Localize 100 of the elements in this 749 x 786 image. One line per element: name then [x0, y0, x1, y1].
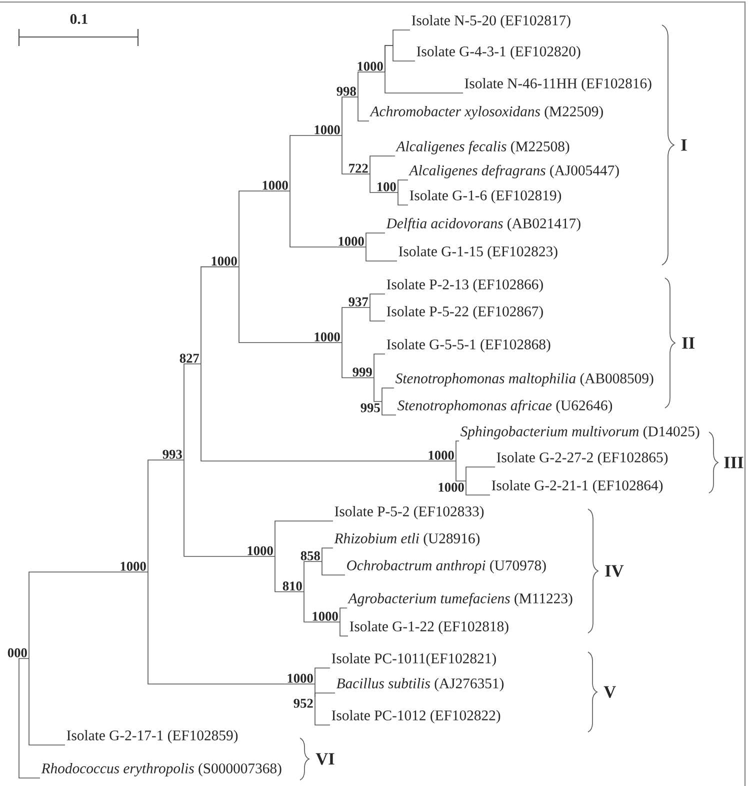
taxon-label: Rhizobium etli (U28916) [334, 533, 480, 546]
tree-branch [200, 266, 240, 364]
clade-label: V [604, 686, 616, 698]
tree-branch [342, 135, 370, 174]
bootstrap-value: 999 [352, 368, 372, 377]
clade-label: VI [316, 753, 334, 765]
tree-branch [398, 192, 408, 206]
tree-branch [148, 460, 184, 572]
bootstrap-value: 1000 [288, 674, 313, 683]
taxon-label: Bacillus subtilis (AJ276351) [336, 678, 504, 692]
taxon-label: Isolate P-5-2 (EF102833) [334, 506, 484, 520]
bootstrap-value: 858 [300, 551, 320, 560]
taxon-label: Alcaligenes fecalis (M22508) [396, 140, 570, 154]
taxon-label: Isolate G-2-17-1 (EF102859) [66, 730, 238, 744]
tree-branch [342, 342, 374, 378]
bootstrap-value: 1000 [120, 562, 146, 571]
taxon-label: Stenotrophomonas maltophilia (AB008509) [396, 373, 654, 386]
scale-label: 0.1 [70, 14, 88, 24]
tree-branch [304, 591, 340, 622]
bootstrap-value: 937 [348, 297, 368, 306]
taxon-label: Delftia acidovorans (AB021417) [386, 218, 580, 232]
taxon-label: Isolate PC-1011(EF102821) [332, 653, 496, 666]
tree-branch [384, 45, 416, 72]
bootstrap-value: 100 [377, 182, 396, 192]
bootstrap-value: 1000 [428, 450, 454, 460]
taxon-label: Isolate P-2-13 (EF102866) [386, 279, 543, 292]
taxon-label: Isolate G-1-15 (EF102823) [398, 246, 558, 260]
taxon-label: Isolate G-1-22 (EF102818) [350, 621, 508, 634]
bootstrap-value: 000 [8, 648, 27, 658]
tree-branch [314, 696, 330, 726]
tree-branch [340, 608, 348, 622]
tree-branch [370, 156, 396, 174]
taxon-label: Rhodococcus erythropolis (S000007368) [41, 763, 282, 776]
tree-branch [274, 556, 304, 592]
tree-branch [384, 72, 464, 94]
tree-branch [398, 180, 408, 193]
taxon-label: Sphingobacterium multivorum (D14025) [460, 426, 700, 440]
tree-branch [184, 364, 202, 460]
tree-branch [322, 548, 334, 562]
taxon-label: Ochrobactrum anthropi (U70978) [347, 560, 546, 574]
tree-branch [28, 572, 148, 659]
taxon-label: Isolate N-46-11HH (EF102816) [464, 78, 652, 92]
taxon-label: Isolate PC-1012 (EF102822) [332, 710, 500, 724]
bootstrap-value: 1000 [248, 546, 273, 556]
tree-branch [466, 480, 490, 496]
tree-branch [18, 658, 40, 778]
taxon-label: Isolate N-5-20 (EF102817) [412, 15, 570, 28]
bootstrap-value: 1000 [212, 256, 237, 266]
tree-branch [304, 561, 322, 592]
tree-branch [370, 294, 386, 308]
tree-branch [366, 246, 398, 262]
taxon-label: Isolate G-4-3-1 (EF102820) [416, 46, 580, 60]
tree-branch [358, 96, 370, 122]
taxon-label: Isolate G-1-6 (EF102819) [410, 190, 562, 204]
taxon-label: Achromobacter xylosoxidans (M22509) [370, 106, 603, 120]
taxon-label: Isolate G-5-5-1 (EF102868) [386, 339, 550, 352]
bootstrap-value: 1000 [358, 62, 383, 71]
tree-branch [382, 388, 394, 402]
tree-branch [314, 668, 330, 684]
tree-branch [456, 440, 460, 462]
bootstrap-value: 1000 [338, 236, 364, 246]
tree-branch [184, 460, 276, 557]
tree-branch [274, 520, 334, 557]
bootstrap-value: 827 [180, 354, 200, 363]
bootstrap-value: 1000 [262, 180, 288, 190]
bootstrap-value: 722 [349, 164, 368, 173]
tree-branch [238, 190, 290, 268]
bootstrap-value: 1000 [314, 125, 340, 134]
clade-label: III [724, 456, 744, 468]
tree-branch [342, 96, 358, 136]
taxon-label: Agrobacterium tumefaciens (M11223) [348, 592, 572, 606]
bootstrap-value: 1000 [312, 612, 338, 621]
clade-label: I [681, 139, 687, 151]
tree-branch [322, 561, 346, 576]
tree-branch [358, 72, 386, 98]
bootstrap-value: 993 [162, 450, 182, 459]
bootstrap-value: 998 [336, 86, 356, 96]
tree-branch [290, 190, 366, 248]
taxon-label: Isolate P-5-22 (EF102867) [386, 306, 543, 320]
taxon-label: Alcaligenes defragrans (AJ005447) [408, 164, 619, 178]
bootstrap-value: 1000 [438, 482, 464, 492]
taxon-label: Stenotrophomonas africae (U62646) [398, 400, 612, 414]
tree-branch [28, 658, 66, 746]
clade-label: IV [605, 565, 624, 577]
tree-branch [200, 364, 456, 462]
tree-branch [148, 572, 316, 684]
tree-branch [238, 266, 342, 343]
tree-branch [382, 401, 396, 416]
bootstrap-value: 1000 [314, 332, 340, 342]
tree-branch [290, 135, 342, 192]
tree-branch [340, 622, 348, 636]
tree-branch [342, 307, 370, 343]
clade-label: II [682, 337, 694, 349]
tree-branch [374, 377, 382, 402]
bootstrap-value: 810 [282, 582, 302, 591]
bootstrap-value: 952 [294, 698, 313, 708]
tree-branch [314, 692, 336, 698]
tree-branch [466, 466, 496, 482]
taxon-label: Isolate G-2-21-1 (EF102864) [492, 480, 663, 494]
taxon-label: Isolate G-2-27-2 (EF102865) [496, 452, 668, 466]
